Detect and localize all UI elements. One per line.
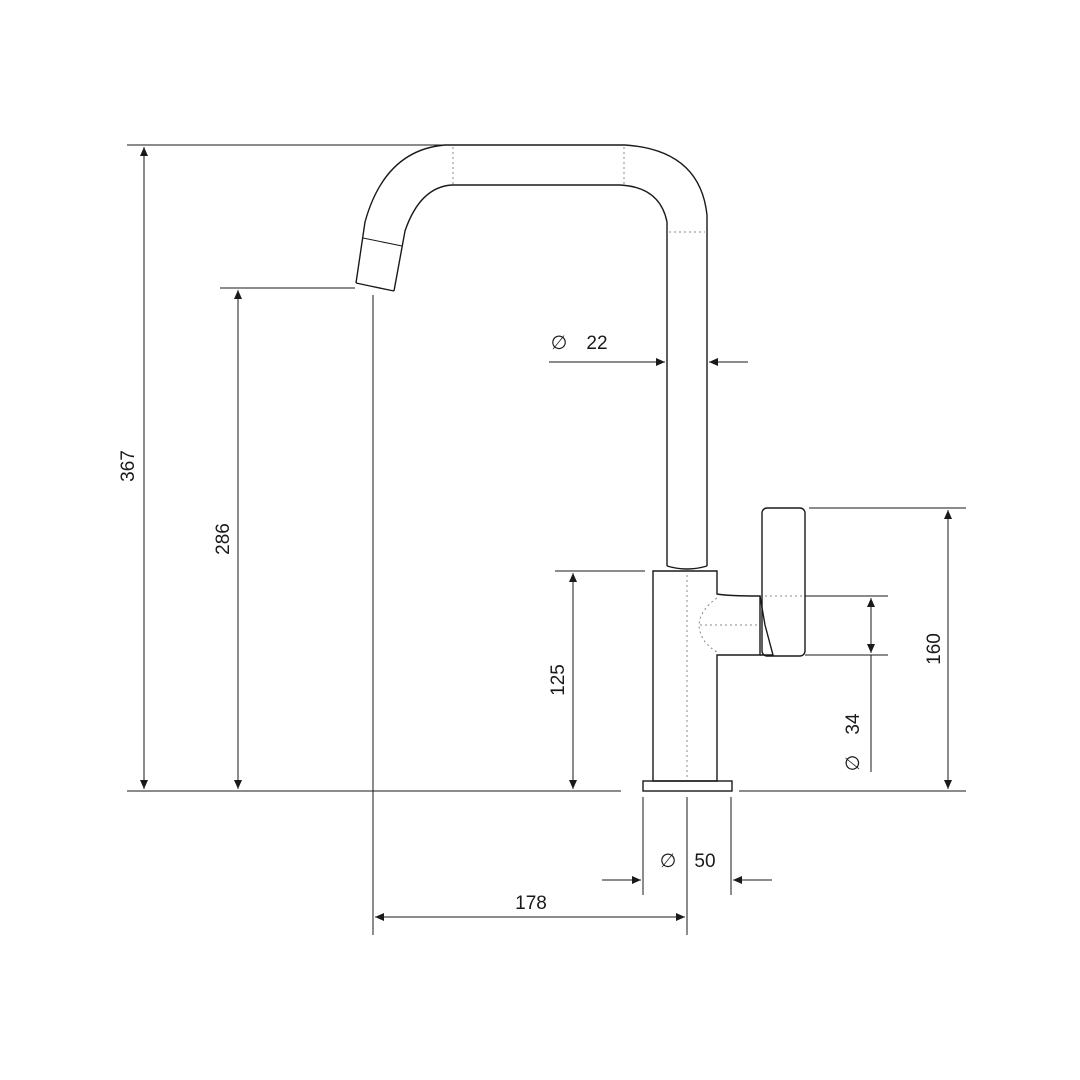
lever-height-label: 160: [924, 633, 945, 665]
spout-inner-contour: [393, 184, 668, 566]
spout-seam: [362, 237, 403, 247]
faucet-outline: [355, 144, 806, 792]
faucet-body: [652, 570, 761, 782]
dimension-lines: 367 286 125 ∅ 22 160 34 ∅ ∅ 50: [118, 144, 966, 935]
spout-nozzle: [355, 282, 395, 292]
lever-joint: [759, 595, 774, 656]
tube-collar: [666, 565, 708, 570]
spout-outer-contour: [355, 144, 708, 566]
spout-height-label: 286: [213, 523, 234, 555]
tube-diameter-symbol: ∅: [551, 333, 568, 354]
body-inner-hidden: [698, 597, 718, 653]
lever-diameter-label: 34: [843, 713, 864, 735]
base-diameter-symbol: ∅: [660, 851, 677, 872]
spout-reach-label: 178: [515, 893, 547, 914]
base-diameter-label: 50: [694, 851, 715, 872]
lever-diameter-symbol: ∅: [843, 755, 864, 772]
lever-handle: [761, 507, 806, 657]
base-plate: [642, 780, 733, 792]
body-height-label: 125: [548, 664, 569, 696]
total-height-label: 367: [118, 450, 139, 482]
tube-diameter-label: 22: [586, 333, 607, 354]
